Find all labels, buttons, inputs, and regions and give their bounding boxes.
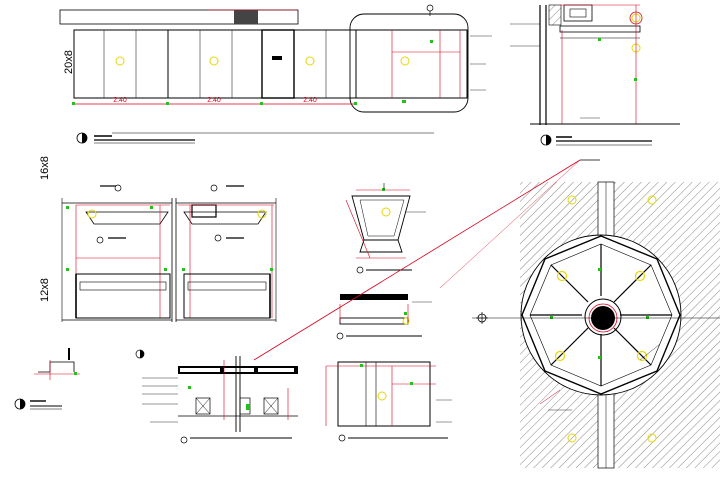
- detail-callout: [349, 13, 469, 113]
- north-marker-top: [426, 4, 434, 16]
- title-block-elevation: [76, 132, 434, 144]
- title-block-section: [540, 134, 652, 146]
- top-fascia: [59, 9, 299, 25]
- label-20x8: 20x8: [63, 50, 75, 74]
- bottom-elevation: [325, 361, 452, 442]
- elevation-20x8: 2.40 2.40 2.40 20x8: [59, 4, 492, 144]
- north-marker-plan: [476, 312, 488, 324]
- label-16x8: 16x8: [39, 156, 51, 180]
- small-section-center: [336, 294, 432, 340]
- octagon-outer-counter: [521, 235, 681, 395]
- label-12x8: 12x8: [39, 278, 51, 302]
- dim-label-bay-1: 2.40: [113, 97, 127, 104]
- hatched-column-cap: [234, 10, 258, 24]
- counter-plans-12x8: 12x8: [39, 184, 277, 322]
- bottom-left-details: [14, 348, 145, 410]
- trapezoid-counter-plan: [345, 183, 426, 274]
- circular-kiosk-plan: [472, 181, 720, 469]
- cabinet-section: [142, 356, 298, 444]
- callout-leader-2: [439, 159, 581, 289]
- view-tags-plans: [96, 184, 244, 244]
- dim-label-bay-2: 2.40: [207, 97, 221, 104]
- dim-label-bay-3: 2.40: [303, 97, 317, 104]
- section-detail-top-right: [510, 4, 680, 146]
